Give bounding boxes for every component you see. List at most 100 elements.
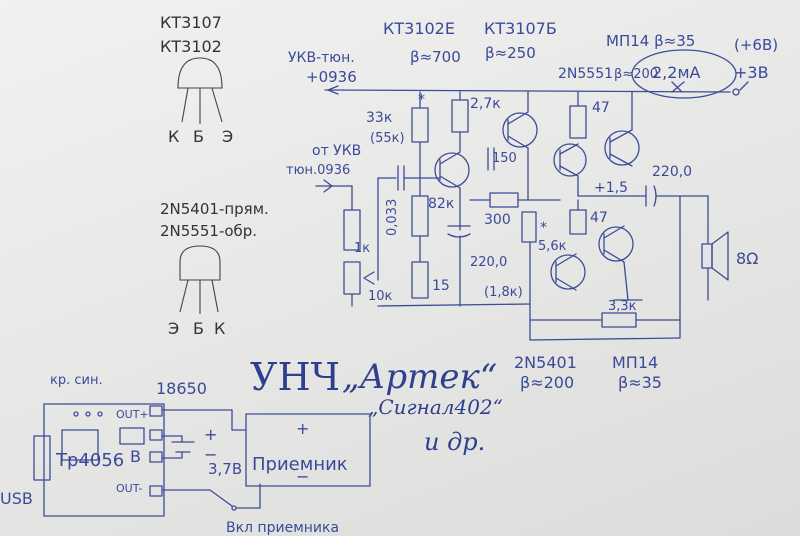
- label-tp4056: Tp4056: [55, 450, 124, 471]
- resistor-33k: [411, 107, 429, 143]
- label-2-7k: 2,7к: [470, 96, 501, 112]
- label-b: B: [130, 447, 141, 466]
- label-3-3k: 3,3к: [608, 299, 637, 314]
- label-plus1-5: +1,5: [594, 180, 628, 196]
- pot-wiper: [363, 271, 375, 285]
- lead-e-bottom: [179, 279, 189, 313]
- title-unch: УНЧ: [250, 355, 340, 399]
- label-10k: 10к: [368, 289, 393, 304]
- pad-out-minus: [149, 485, 163, 497]
- beta-700: β≈700: [410, 48, 461, 66]
- battery-plus: +: [204, 425, 217, 444]
- q4-collector: [609, 129, 633, 143]
- pinout-top: КТ3107 КТ3102 К Б Э: [160, 13, 233, 146]
- pin-label: Б: [193, 319, 204, 338]
- q2-emitter: [507, 111, 529, 125]
- label-plus3v: +3В: [734, 63, 769, 82]
- label-300: 300: [484, 212, 511, 228]
- label-kt3102: КТ3102: [160, 37, 222, 56]
- resistor-1k: [343, 209, 361, 251]
- label-out-plus: OUT+: [116, 408, 149, 421]
- q6-collector: [603, 225, 625, 239]
- pin-label: Б: [193, 127, 204, 146]
- star-mark: *: [540, 220, 547, 236]
- resistor-82k: [411, 195, 429, 237]
- q5-collector: [555, 253, 577, 267]
- q4-emitter: [609, 153, 633, 167]
- pad-b-minus: [149, 451, 163, 463]
- wire: [623, 261, 629, 301]
- label-47-b: 47: [590, 210, 608, 226]
- receiver-box: [245, 413, 371, 487]
- transistor-q2: [502, 112, 538, 148]
- resistor-2-7k: [451, 99, 469, 133]
- ground-rail-right: [529, 337, 681, 341]
- label-2n5401: 2N5401-прям.: [160, 200, 269, 218]
- receiver-minus: −: [296, 467, 309, 486]
- receiver-plus: +: [296, 419, 309, 438]
- label-kt3107: КТ3107: [160, 13, 222, 32]
- pin-label: К: [168, 127, 180, 146]
- q1-collector: [439, 151, 461, 165]
- led: [85, 411, 91, 417]
- transistor-q4: [604, 130, 640, 166]
- label-0033: 0,033: [385, 199, 400, 236]
- label-55k: (55к): [370, 131, 405, 146]
- label-current: 2,2мА: [652, 63, 701, 82]
- q1-emitter: [439, 175, 461, 189]
- speaker-cone: [711, 231, 729, 281]
- ground-rail-left: [377, 303, 531, 307]
- label-mp14-beta: МП14 β≈35: [606, 32, 695, 50]
- pin-label: Э: [222, 127, 233, 146]
- beta-200: β≈200: [614, 67, 658, 82]
- resistor-47-a: [569, 105, 587, 139]
- transistor-q1: [434, 152, 470, 188]
- switch-lever: [209, 489, 233, 507]
- chip-tp4056: [61, 429, 99, 461]
- q3-emitter: [559, 165, 579, 177]
- to92-body-bottom: [179, 245, 221, 281]
- label-47-a: 47: [592, 100, 610, 116]
- resistor-5-6k: [521, 211, 537, 243]
- title-etc: и др.: [424, 428, 485, 456]
- pin-label: К: [214, 319, 226, 338]
- lead-e-top: [211, 87, 223, 123]
- pad-out-plus: [149, 405, 163, 417]
- led: [97, 411, 103, 417]
- label-150: 150: [492, 151, 517, 166]
- label-kt3107b: КТ3107Б: [484, 19, 557, 38]
- resistor-3-3k: [601, 312, 637, 328]
- label-33k: 33к: [366, 110, 392, 126]
- speaker-body: [701, 243, 713, 269]
- transistor-q6: [598, 226, 634, 262]
- q5-emitter: [555, 277, 577, 291]
- pad-b-plus: [149, 429, 163, 441]
- label-switch: Вкл приемника: [226, 520, 339, 536]
- q3-collector: [559, 143, 579, 155]
- label-ukv-tun: УКВ-тюн.: [288, 50, 355, 66]
- pinout-bottom: 2N5401-прям. 2N5551-обр. Э Б К: [160, 200, 269, 338]
- label-from-ukv: от УКВ: [312, 143, 361, 159]
- beta-250: β≈250: [485, 44, 536, 62]
- label-8-ohm: 8Ω: [736, 249, 758, 268]
- title-signal: „Сигнал402“: [368, 395, 503, 419]
- label-receiver: Приемник: [252, 454, 348, 475]
- to92-body-top: [177, 57, 223, 89]
- pin-label: Э: [168, 319, 179, 338]
- led: [73, 411, 79, 417]
- chip-protection: [119, 427, 145, 445]
- beta-35-bottom: β≈35: [618, 373, 662, 392]
- label-5-6k: 5,6к: [538, 239, 567, 254]
- supply-rail: [324, 89, 731, 93]
- label-0936: +0936: [306, 68, 357, 86]
- supply-terminal: [732, 88, 740, 96]
- diag-mark: [671, 81, 685, 93]
- battery-minus: −: [204, 445, 217, 464]
- potentiometer-10k: [343, 261, 361, 295]
- label-18650: 18650: [156, 379, 207, 398]
- label-kt3102e: КТ3102Е: [383, 19, 455, 38]
- label-3-7v: 3,7В: [208, 460, 242, 478]
- label-mp14-bottom: МП14: [612, 353, 658, 372]
